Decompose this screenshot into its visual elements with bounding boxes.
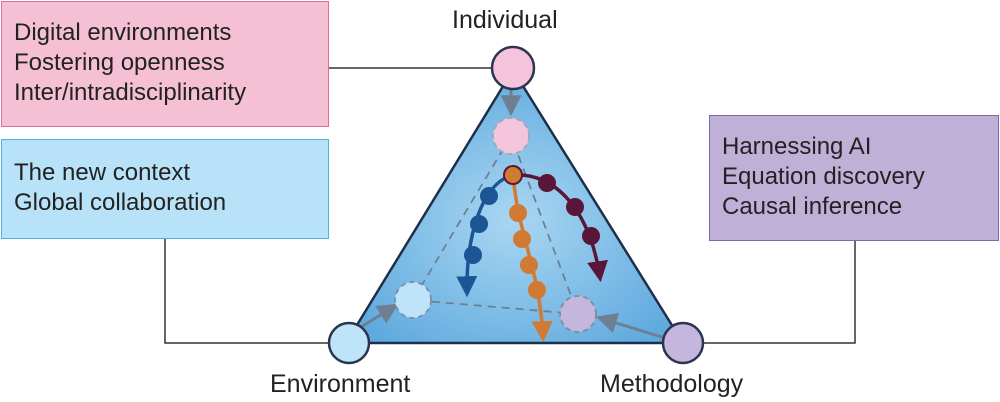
- connector-methodology: [700, 241, 856, 344]
- vertex-label-individual: Individual: [452, 6, 558, 34]
- path-blue-dot: [464, 246, 482, 264]
- inner-dashed-triangle: [411, 133, 580, 316]
- path-orange-dot: [513, 230, 531, 248]
- path-purple-dot: [566, 198, 584, 216]
- path-purple-dot: [582, 227, 600, 245]
- vertex-environment: [327, 321, 371, 365]
- dashed-circle-environment: [394, 281, 432, 319]
- box-line: Fostering openness: [14, 49, 225, 76]
- path-orange-dot: [509, 204, 527, 222]
- methodology-factors-box: Harnessing AI Equation discovery Causal …: [709, 115, 999, 241]
- vertex-individual: [490, 45, 536, 91]
- path-blue-dot: [480, 187, 498, 205]
- dashed-circle-individual: [492, 117, 530, 155]
- vertex-label-methodology: Methodology: [600, 370, 744, 398]
- path-blue-dot: [470, 215, 488, 233]
- vertex-label-environment: Environment: [270, 370, 411, 398]
- arrow-methodology: [595, 312, 666, 340]
- box-line: Causal inference: [722, 193, 903, 220]
- box-line: Equation discovery: [722, 163, 925, 190]
- box-line: Global collaboration: [14, 189, 227, 216]
- box-line: Harnessing AI: [722, 133, 872, 160]
- path-purple-dot: [538, 174, 556, 192]
- individual-factors-box: Digital environments Fostering openness …: [1, 1, 329, 127]
- path-orange-dot: [528, 281, 546, 299]
- path-orange: [511, 174, 553, 343]
- path-purple: [512, 173, 608, 283]
- box-line: The new context: [14, 159, 191, 186]
- dashed-circle-methodology: [559, 295, 597, 333]
- environment-factors-box: The new context Global collaboration: [1, 139, 329, 239]
- vertex-methodology: [661, 321, 705, 365]
- arrow-environment: [355, 303, 399, 332]
- box-line: Inter/intradisciplinarity: [14, 79, 247, 106]
- path-origin-node: [503, 165, 523, 185]
- connector-environment: [164, 239, 330, 344]
- box-line: Digital environments: [14, 19, 232, 46]
- path-orange-dot: [520, 256, 538, 274]
